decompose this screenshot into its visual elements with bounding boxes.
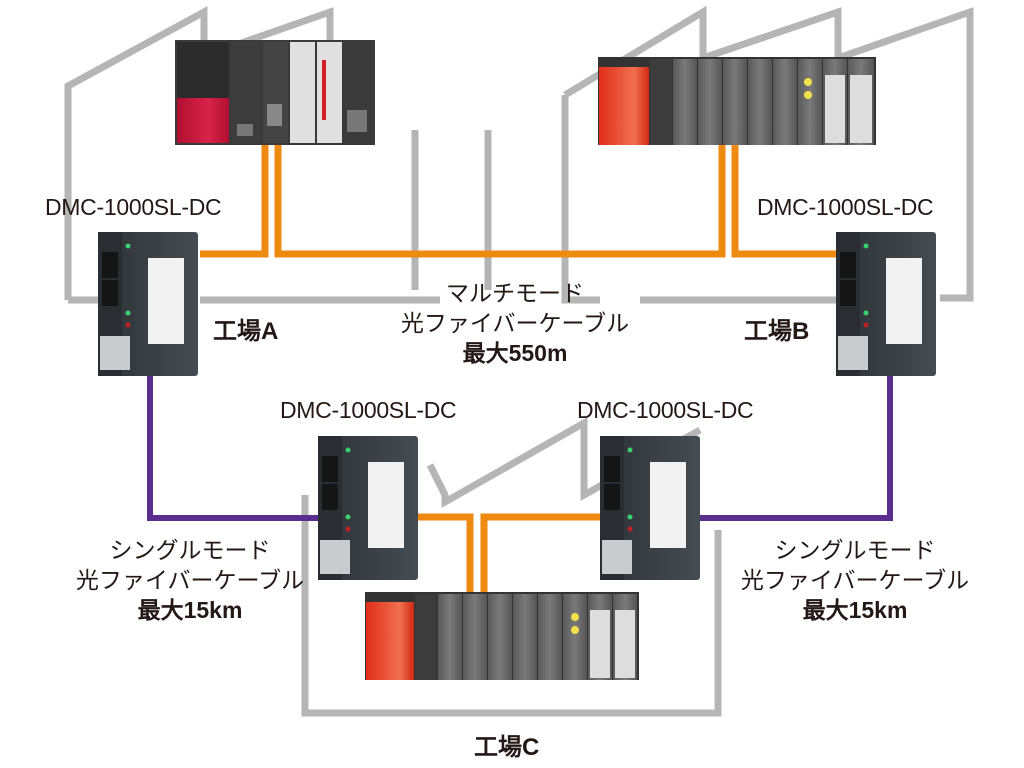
- plc-rack-b: [598, 57, 876, 145]
- multimode-cable-lines: [200, 140, 840, 592]
- media-converter-a: [98, 232, 198, 376]
- converter-b-model-label: DMC-1000SL-DC: [757, 194, 934, 220]
- plc-rack-c: [365, 592, 639, 680]
- singlemode-left-cable-label: シングルモード 光ファイバーケーブル 最大15km: [60, 535, 320, 625]
- singlemode-cable-lines: [147, 372, 893, 521]
- media-converter-c1: [318, 436, 418, 580]
- multimode-cable-label: マルチモード 光ファイバーケーブル 最大550m: [380, 278, 650, 368]
- singlemode-right-type: シングルモード: [774, 537, 936, 563]
- singlemode-right-distance: 最大15km: [802, 597, 908, 623]
- singlemode-right-cable-label: シングルモード 光ファイバーケーブル 最大15km: [720, 535, 990, 625]
- factory-a-label: 工場A: [213, 318, 279, 345]
- multimode-distance: 最大550m: [462, 340, 568, 366]
- converter-a-model-label: DMC-1000SL-DC: [45, 194, 222, 220]
- divider-lines: [200, 130, 492, 304]
- factory-b-building-outline: [561, 5, 974, 304]
- media-converter-b: [836, 232, 936, 376]
- media-converter-c2: [600, 436, 700, 580]
- plc-rack-a: [175, 40, 375, 145]
- converter-c1-model-label: DMC-1000SL-DC: [280, 397, 457, 423]
- multimode-cable-name: 光ファイバーケーブル: [400, 310, 630, 336]
- converter-c2-model-label: DMC-1000SL-DC: [577, 397, 754, 423]
- factory-c-label: 工場C: [474, 734, 540, 761]
- singlemode-left-distance: 最大15km: [137, 597, 243, 623]
- singlemode-left-type: シングルモード: [109, 537, 271, 563]
- singlemode-left-cable-name: 光ファイバーケーブル: [75, 567, 305, 593]
- singlemode-right-cable-name: 光ファイバーケーブル: [740, 567, 970, 593]
- factory-b-label: 工場B: [744, 318, 810, 345]
- multimode-type: マルチモード: [446, 280, 584, 306]
